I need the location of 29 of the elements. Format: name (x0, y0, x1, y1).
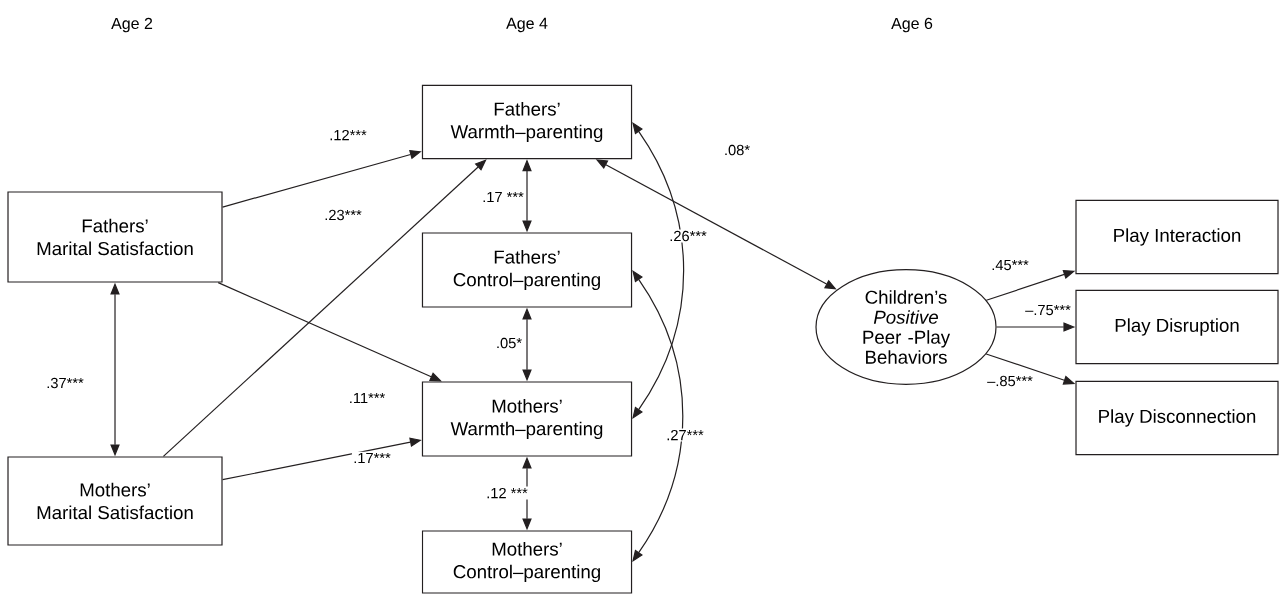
ellipse-node: Children’s Positive Peer -Play Behaviors (815, 269, 997, 385)
arrow (632, 270, 684, 562)
variable-box: Play Interaction (1075, 199, 1279, 275)
column-heading: Age 2 (111, 17, 153, 33)
variable-box: Mothers’ Marital Satisfaction (7, 456, 223, 546)
edge-label: .08* (722, 143, 752, 157)
edge-label: .12*** (327, 128, 369, 142)
edge-label: .26*** (667, 229, 709, 243)
edge-label: .23*** (322, 208, 364, 222)
variable-box: Fathers’ Control–parenting (421, 232, 633, 308)
arrow (162, 159, 487, 457)
edge-label: .45*** (989, 258, 1031, 272)
arrow (632, 122, 685, 419)
edge-label: –.75*** (1023, 303, 1073, 317)
variable-box: Mothers’ Warmth–parenting (421, 381, 633, 457)
variable-box: Fathers’ Marital Satisfaction (7, 191, 223, 283)
variable-box: Fathers’ Warmth–parenting (421, 84, 633, 160)
column-heading: Age 4 (506, 17, 548, 33)
edge-label: .37*** (44, 376, 86, 390)
variable-box: Play Disconnection (1075, 380, 1279, 456)
column-heading: Age 6 (891, 17, 933, 33)
edge-label: .12 *** (484, 486, 530, 500)
edge-label: .11*** (347, 391, 387, 405)
edge-label: .17*** (351, 451, 393, 465)
edge-label: .05* (494, 336, 524, 350)
variable-box: Play Disruption (1075, 289, 1279, 365)
variable-box: Mothers’ Control–parenting (421, 530, 633, 594)
edge-label: .17 *** (480, 190, 526, 204)
edge-label: .27*** (664, 428, 706, 442)
